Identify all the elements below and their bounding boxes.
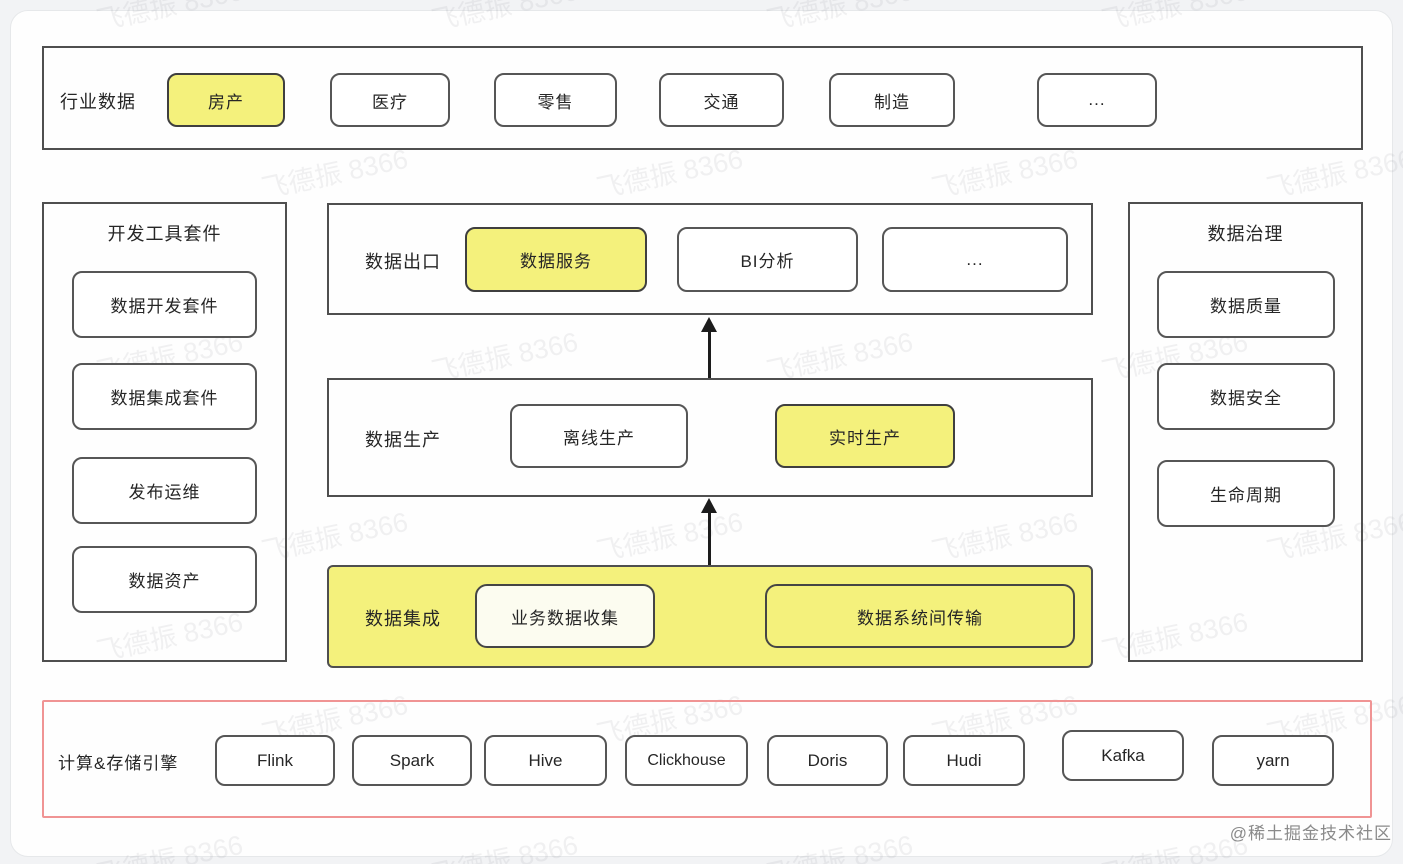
industry-box-traffic: 交通 [659,73,784,127]
engine-box-yarn: yarn [1212,735,1334,786]
data-export-label: 数据出口 [365,252,441,272]
engines-label: 计算&存储引擎 [58,754,179,773]
industry-box-real-estate: 房产 [167,73,285,127]
dev-tools-box-data-assets: 数据资产 [72,546,257,613]
governance-panel [1128,202,1363,662]
industry-box-medical: 医疗 [330,73,450,127]
export-box-bi-analysis: BI分析 [677,227,858,292]
arrow-up-production-to-export-head [701,317,717,332]
industry-box-retail: 零售 [494,73,617,127]
production-box-realtime: 实时生产 [775,404,955,468]
data-integration-label: 数据集成 [365,609,441,629]
governance-box-lifecycle: 生命周期 [1157,460,1335,527]
page-card [10,10,1393,857]
industry-panel [42,46,1363,150]
dev-tools-box-data-integration: 数据集成套件 [72,363,257,430]
engine-box-clickhouse: Clickhouse [625,735,748,786]
arrow-up-integration-to-production-line [708,511,711,565]
engine-box-hive: Hive [484,735,607,786]
engine-box-kafka: Kafka [1062,730,1184,781]
data-export-panel [327,203,1093,315]
engine-box-doris: Doris [767,735,888,786]
governance-box-security: 数据安全 [1157,363,1335,430]
dev-tools-panel [42,202,287,662]
governance-title: 数据治理 [1207,224,1284,244]
engine-box-flink: Flink [215,735,335,786]
export-box-more: ... [882,227,1068,292]
engine-box-spark: Spark [352,735,472,786]
integration-box-business-data-collection: 业务数据收集 [475,584,655,648]
arrow-up-integration-to-production-head [701,498,717,513]
export-box-data-service: 数据服务 [465,227,647,292]
industry-box-manufacturing: 制造 [829,73,955,127]
dev-tools-title: 开发工具套件 [107,224,222,244]
integration-box-inter-system-transfer: 数据系统间传输 [765,584,1075,648]
credit-watermark: @稀土掘金技术社区 [1229,824,1392,843]
production-box-offline: 离线生产 [510,404,688,468]
data-production-label: 数据生产 [365,430,441,450]
data-production-panel [327,378,1093,497]
arrow-up-production-to-export-line [708,330,711,378]
dev-tools-box-data-dev: 数据开发套件 [72,271,257,338]
industry-label: 行业数据 [60,92,136,112]
engines-panel [42,700,1372,818]
industry-box-more: ... [1037,73,1157,127]
engine-box-hudi: Hudi [903,735,1025,786]
dev-tools-box-release-ops: 发布运维 [72,457,257,524]
governance-box-quality: 数据质量 [1157,271,1335,338]
